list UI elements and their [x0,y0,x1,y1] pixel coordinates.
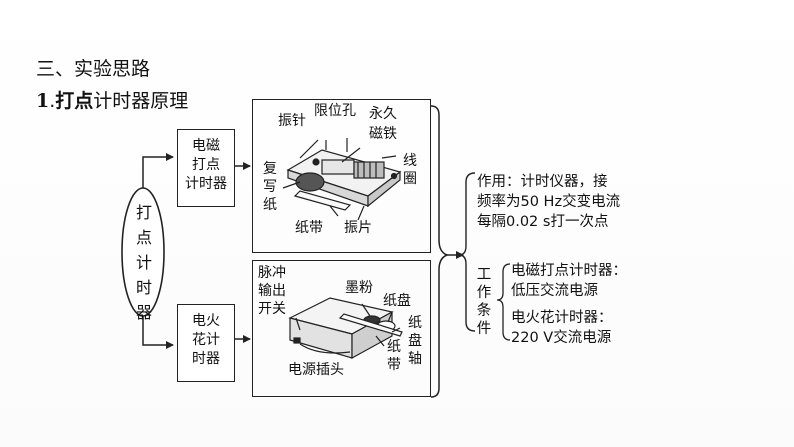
arrow-to-spark [142,316,174,349]
subheading-dot: . [49,90,56,112]
label-coil: 线圈 [403,153,417,187]
arrow-to-electromagnetic [142,153,174,188]
label-ink-powder: 墨粉 [345,280,373,296]
label-em-paper-tape: 纸带 [295,220,323,236]
label-permanent-magnet-1: 永久 [369,106,397,122]
label-permanent-magnet-2: 磁铁 [369,126,397,142]
spark-timer-drawing [288,297,403,360]
label-paper-disk: 纸盘 [383,293,411,309]
label-spark-paper-tape: 纸带 [387,339,401,373]
subheading: 1.打点计时器原理 [36,86,188,113]
em-label-line-1: 电磁 [192,138,220,154]
em-label-line-2: 打点 [192,157,220,173]
label-needle: 振针 [278,113,306,129]
subheading-rest: 计时器原理 [93,90,189,112]
em-label-line-3: 计时器 [185,176,227,192]
spark-condition-value: 220 V交流电源 [511,330,612,346]
section-heading: 三、实验思路 [36,58,151,80]
em-condition-title: 电磁打点计时器： [511,263,627,279]
label-carbon-paper: 复写纸 [263,161,277,213]
label-vibrating-plate: 振片 [344,220,372,236]
center-label: 打点计时器 [135,203,152,322]
spark-label-line-2: 花计 [192,332,220,348]
summary-brace [458,172,476,332]
working-conditions-label: 工作条件 [476,267,492,337]
spark-label-line-3: 时器 [192,351,220,367]
function-text: 作用：计时仪器，接 频率为50 Hz交变电流 每隔0.02 s打一次点 [477,172,620,232]
em-condition: 电磁打点计时器： 低压交流电源 [511,261,627,301]
label-paper-disk-axle: 纸盘轴 [408,315,422,367]
spark-condition-title: 电火花计时器： [511,310,613,326]
electromagnetic-box: 电磁 打点 计时器 [177,129,235,207]
em-condition-value: 低压交流电源 [511,283,598,299]
spark-picture-box [252,260,431,397]
label-power-plug: 电源插头 [288,362,344,378]
label-limit-hole: 限位孔 [314,103,356,119]
spark-label-line-1: 电火 [192,313,220,329]
right-brace [430,105,450,398]
function-line-2: 频率为50 Hz交变电流 [477,194,621,210]
label-pulse-switch-2: 输出 [258,283,286,299]
label-pulse-switch-3: 开关 [258,301,286,317]
electromagnetic-timer-drawing [282,138,402,221]
spark-condition: 电火花计时器： 220 V交流电源 [511,308,613,348]
function-line-3: 每隔0.02 s打一次点 [477,214,609,230]
conditions-brace [496,263,511,341]
function-line-1: 作用：计时仪器，接 [477,174,608,190]
subheading-number: 1 [36,90,50,112]
spark-box: 电火 花计 时器 [177,304,235,382]
label-pulse-switch-1: 脉冲 [258,265,286,281]
electromagnetic-picture-box [252,99,431,253]
subheading-bold: 打点 [55,90,94,112]
